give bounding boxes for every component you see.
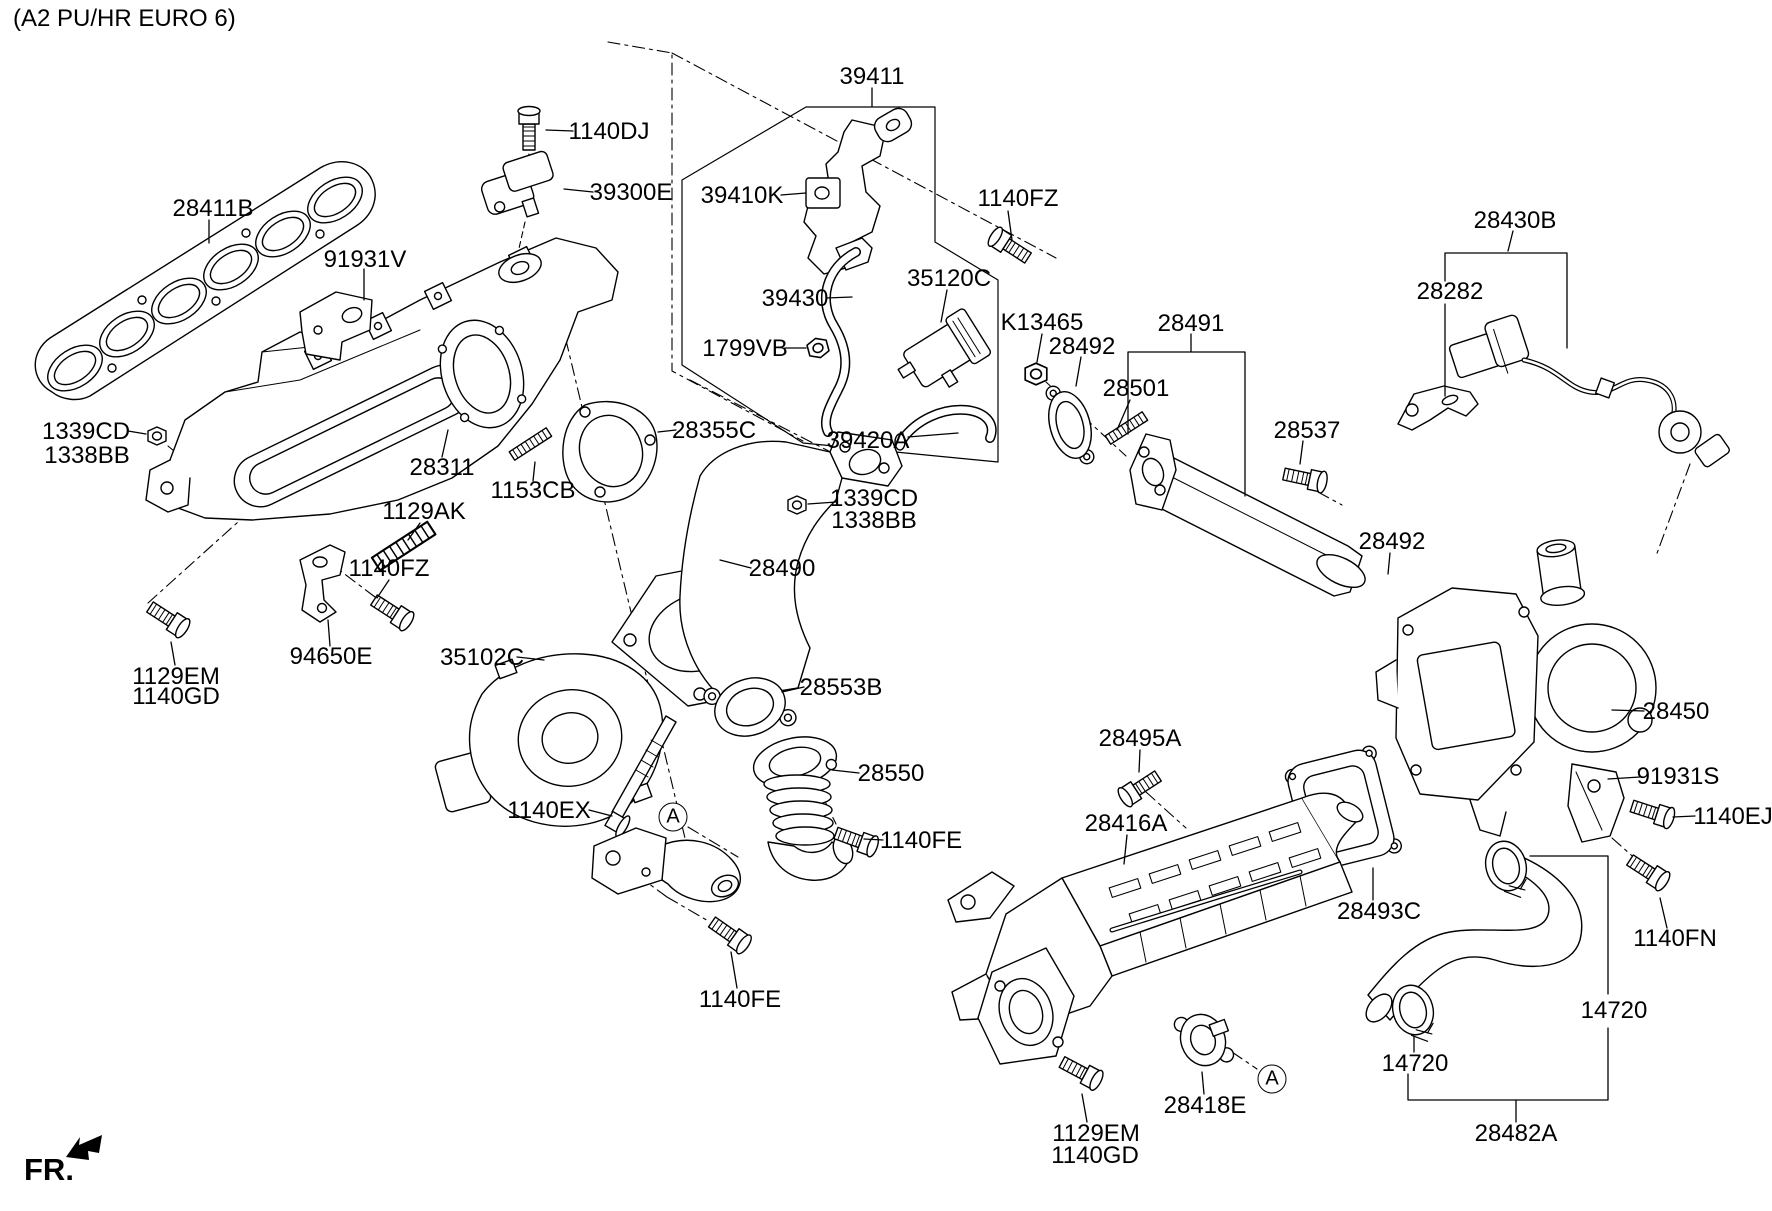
part-label: 91931S	[1636, 763, 1720, 790]
hose-39420a-drawing	[894, 404, 997, 451]
intake-manifold-drawing	[145, 237, 619, 521]
gasket-28553b-drawing	[703, 677, 797, 737]
part-label: 28553B	[799, 674, 883, 701]
front-direction-arrow	[66, 1135, 102, 1160]
egr-pipe-28491-drawing	[1129, 433, 1366, 597]
part-label: 28411B	[172, 195, 254, 222]
part-label: 1338BB	[44, 442, 130, 469]
gasket-28355c-drawing	[562, 400, 658, 503]
manifold-gasket-drawing	[34, 161, 376, 401]
hose-28482a-drawing	[1365, 849, 1583, 1023]
part-label: 1129AK	[382, 498, 466, 525]
part-label: 28282	[1416, 278, 1484, 305]
bolt-1140dj-icon	[517, 105, 541, 151]
part-label: 28492	[1358, 528, 1426, 555]
front-direction-label: FR.	[24, 1152, 74, 1187]
part-label: 1140GD	[1051, 1142, 1139, 1169]
bolt-1140fz-top-icon	[984, 224, 1035, 268]
part-label: 14720	[1580, 997, 1648, 1024]
gasket-28492-a-drawing	[1045, 385, 1095, 465]
clamp-14720-upper-icon	[1479, 835, 1535, 905]
part-label: 39430	[761, 285, 829, 312]
harness-28430b-drawing	[1448, 314, 1730, 468]
egr-valve-28450-drawing	[1375, 539, 1657, 837]
nut-1339cd-2-icon	[787, 495, 807, 515]
elbow-pipe-drawing	[591, 827, 741, 903]
nut-k13465-icon	[1024, 362, 1048, 386]
part-label: 28550	[857, 760, 925, 787]
part-label: 28355C	[671, 417, 757, 444]
part-label: 28418E	[1163, 1092, 1247, 1119]
part-label: 1799VB	[702, 335, 788, 362]
part-label: 1140FE	[879, 827, 963, 854]
part-label: 39410K	[700, 182, 784, 209]
bolt-1129em-2-icon	[1056, 1051, 1107, 1093]
part-label: 91931V	[323, 246, 407, 273]
egr-cooler-28416a-drawing	[947, 792, 1364, 1065]
bolt-1140fz-left-icon	[367, 590, 418, 634]
part-label: 35102C	[439, 644, 525, 671]
stud-28501-icon	[1104, 411, 1149, 445]
part-label: 1153CB	[490, 477, 576, 504]
bracket-91931v-drawing	[299, 291, 373, 361]
part-label: 1140FN	[1633, 925, 1717, 952]
detail-marker-a: A	[1257, 1064, 1287, 1094]
part-label: 39411	[839, 63, 905, 90]
part-label: 39300E	[589, 179, 673, 206]
nut-1799vb-icon	[805, 335, 831, 361]
part-label: 1338BB	[831, 507, 917, 534]
bellows-pipe-28550-drawing	[752, 736, 854, 881]
stud-1153cb-icon	[508, 427, 553, 461]
part-label: 28490	[748, 555, 816, 582]
part-label: 39420A	[826, 427, 910, 454]
part-label: 1140DJ	[568, 118, 650, 145]
part-label: 28450	[1642, 698, 1710, 725]
part-label: 1339CD	[829, 485, 919, 512]
part-label: 28495A	[1098, 725, 1182, 752]
bracket-28282-drawing	[1397, 385, 1479, 431]
bolt-1140fe-bottom-icon	[704, 912, 755, 957]
part-label: 1129EM	[1052, 1120, 1140, 1147]
bolt-1140ej-icon	[1627, 794, 1678, 831]
part-label: 1129EM	[132, 663, 220, 690]
detail-marker-a: A	[658, 802, 688, 832]
throttle-body-drawing	[434, 653, 664, 827]
bolt-1129em-1-icon	[143, 597, 194, 641]
sub-assembly-box	[681, 106, 999, 463]
part-label: 14720	[1381, 1050, 1449, 1077]
part-label: 1140GD	[132, 683, 220, 710]
part-label: 1339CD	[41, 418, 131, 445]
bracket-94650e-drawing	[299, 544, 346, 623]
part-label: K13465	[1000, 309, 1084, 336]
part-label: 1140FE	[698, 986, 782, 1013]
hose-39430-drawing	[820, 247, 861, 437]
purge-valve-35120c-drawing	[897, 308, 992, 388]
bolt-1140fn-icon	[1623, 850, 1674, 894]
fitting-28418e-drawing	[1173, 1013, 1235, 1067]
bolt-28537-icon	[1281, 462, 1330, 495]
leader-lines	[127, 87, 1696, 1123]
part-label: 28311	[409, 454, 475, 481]
part-label: 28482A	[1474, 1120, 1558, 1147]
part-label: 1140FZ	[348, 555, 430, 582]
part-label: 28492	[1048, 333, 1116, 360]
part-label: 28537	[1273, 417, 1341, 444]
diagram-title: (A2 PU/HR EURO 6)	[13, 5, 236, 32]
part-label: 28501	[1102, 375, 1170, 402]
part-label: 1140EJ	[1693, 803, 1772, 830]
nut-1339cd-1-icon	[147, 426, 167, 446]
part-label: 28416A	[1084, 810, 1168, 837]
bolt-28495a-icon	[1114, 766, 1165, 810]
part-label: 1140EX	[507, 797, 591, 824]
part-label: 94650E	[289, 643, 373, 670]
part-label: 28430B	[1473, 207, 1557, 234]
part-label: 1140FZ	[977, 185, 1059, 212]
map-sensor-drawing	[480, 150, 554, 218]
bolt-1140ex-icon	[604, 715, 677, 838]
bracket-91931s-drawing	[1567, 763, 1625, 843]
part-label: 35120C	[906, 265, 992, 292]
part-label: 28491	[1157, 310, 1225, 337]
part-label: 28493C	[1336, 898, 1422, 925]
